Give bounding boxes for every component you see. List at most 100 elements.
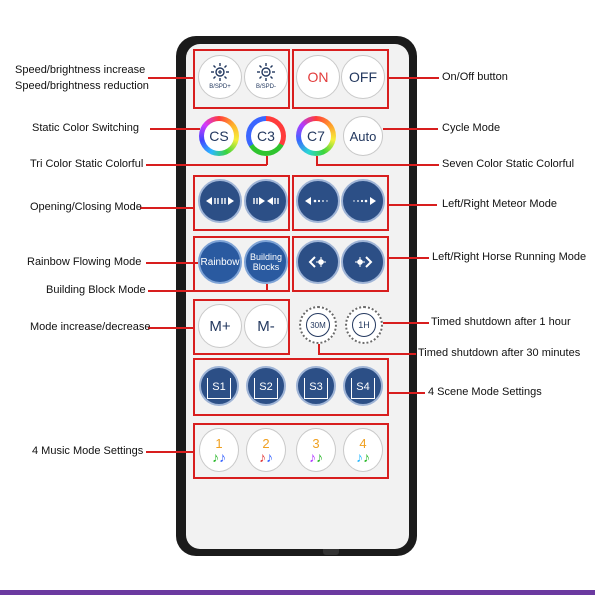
music-note-icon: ♪♪ — [356, 448, 370, 465]
scene-1-button[interactable]: S1 — [199, 366, 239, 406]
on-off-label: On/Off button — [442, 71, 508, 83]
building-block-label: Building Block Mode — [46, 284, 146, 296]
scene-4-button[interactable]: S4 — [343, 366, 383, 406]
m-plus-key-label: M+ — [209, 317, 231, 335]
music-4-key-label: 4 — [359, 435, 367, 451]
rainbow-flowing-button[interactable]: Rainbow — [198, 240, 242, 284]
leader-line — [383, 128, 438, 130]
music-note-icon: ♪♪ — [212, 448, 226, 465]
cycle-mode-label: Cycle Mode — [442, 122, 501, 134]
tri-color-button[interactable]: C3 — [246, 116, 286, 156]
meteor-left-button[interactable] — [296, 179, 340, 223]
horse-label: Left/Right Horse Running Mode — [432, 251, 587, 263]
speed-increase-label: Speed/brightness increase — [15, 64, 146, 76]
static-color-label: Static Color Switching — [32, 122, 139, 134]
speed-key-group — [193, 49, 290, 109]
sun-minus-icon — [257, 63, 275, 81]
leader-line — [389, 204, 437, 206]
leader-line — [266, 156, 268, 165]
speed-reduction-button[interactable]: B/SPD- — [244, 55, 288, 99]
horse-left-button[interactable] — [296, 240, 340, 284]
meteor-key-group — [292, 175, 389, 231]
leader-line — [318, 353, 416, 355]
blocks-key-label: Blocks — [252, 262, 280, 272]
leader-line — [148, 290, 267, 292]
open-close-key-group — [193, 175, 290, 231]
scene-3-button[interactable]: S3 — [296, 366, 336, 406]
speed-reduction-key-label: B/SPD- — [255, 84, 276, 90]
rainbow-key-label: Rainbow — [200, 256, 240, 268]
leader-line — [383, 322, 429, 324]
meteor-right-button[interactable] — [341, 179, 385, 223]
leader-line — [146, 164, 267, 166]
open-close-label: Opening/Closing Mode — [30, 201, 142, 213]
leader-line — [389, 77, 439, 79]
mode-incdec-label: Mode increase/decrease — [30, 321, 151, 333]
music-1-button[interactable]: 1 ♪♪ — [199, 428, 239, 472]
music-note-icon: ♪♪ — [309, 448, 323, 465]
tri-color-label: Tri Color Static Colorful — [30, 158, 144, 170]
music-3-key-label: 3 — [312, 435, 320, 451]
speed-increase-key-label: B/SPD+ — [209, 84, 231, 90]
leader-line — [146, 451, 194, 453]
leader-line — [316, 164, 439, 166]
opening-mode-button[interactable] — [198, 179, 242, 223]
closing-mode-button[interactable] — [244, 179, 288, 223]
speed-increase-button[interactable]: B/SPD+ — [198, 55, 242, 99]
leader-line — [140, 207, 194, 209]
meteor-left-icon — [305, 197, 328, 205]
music-key-group — [193, 423, 389, 479]
scene-modes-label: 4 Scene Mode Settings — [428, 386, 542, 398]
music-2-key-label: 2 — [262, 435, 270, 451]
s3-key-label: S3 — [309, 381, 323, 393]
music-3-button[interactable]: 3 ♪♪ — [296, 428, 336, 472]
on-key-label: ON — [307, 68, 329, 85]
music-modes-label: 4 Music Mode Settings — [32, 445, 144, 457]
mode-key-group — [193, 299, 290, 355]
music-2-button[interactable]: 2 ♪♪ — [246, 428, 286, 472]
horse-right-button[interactable] — [341, 240, 385, 284]
music-4-button[interactable]: 4 ♪♪ — [343, 428, 383, 472]
horse-left-icon — [308, 256, 326, 268]
t1h-key-label: 1H — [358, 319, 370, 330]
t30-key-label: 30M — [310, 320, 326, 330]
arrows-outward-icon — [206, 197, 234, 205]
auto-key-label: Auto — [349, 128, 377, 144]
timer-30m-button[interactable]: 30M — [299, 306, 337, 344]
cs-key-label: CS — [209, 127, 229, 144]
building-key-label: Building — [249, 252, 283, 262]
m-minus-key-label: M- — [257, 317, 275, 335]
scene-key-group — [193, 358, 389, 416]
sun-plus-icon — [211, 63, 229, 81]
horse-key-group — [292, 236, 389, 292]
off-button[interactable]: OFF — [341, 55, 385, 99]
bottom-accent-bar — [0, 590, 595, 595]
seven-color-label: Seven Color Static Colorful — [442, 158, 575, 170]
music-note-icon: ♪♪ — [259, 448, 273, 465]
music-1-key-label: 1 — [215, 435, 223, 451]
scene-2-button[interactable]: S2 — [246, 366, 286, 406]
mode-decrease-button[interactable]: M- — [244, 304, 288, 348]
power-key-group — [292, 49, 389, 109]
house-icon: S3 — [304, 377, 328, 399]
mode-increase-button[interactable]: M+ — [198, 304, 242, 348]
speed-reduction-label: Speed/brightness reduction — [15, 80, 149, 92]
rainbow-flow-label: Rainbow Flowing Mode — [27, 256, 142, 268]
house-icon: S4 — [351, 377, 375, 399]
cycle-mode-button[interactable]: Auto — [343, 116, 383, 156]
leader-line — [150, 128, 200, 130]
timed-1h-label: Timed shutdown after 1 hour — [431, 316, 571, 328]
leader-line — [316, 156, 318, 165]
leader-line — [318, 344, 320, 354]
leader-line — [389, 392, 425, 394]
c7-key-label: C7 — [307, 127, 325, 144]
timer-1h-button[interactable]: 1H — [345, 306, 383, 344]
leader-line — [148, 77, 194, 79]
s2-key-label: S2 — [259, 381, 273, 393]
static-color-switch-button[interactable]: CS — [199, 116, 239, 156]
building-block-button[interactable]: Building Blocks — [244, 240, 288, 284]
c3-key-label: C3 — [257, 127, 275, 144]
on-button[interactable]: ON — [296, 55, 340, 99]
seven-color-button[interactable]: C7 — [296, 116, 336, 156]
horse-right-icon — [355, 256, 373, 268]
